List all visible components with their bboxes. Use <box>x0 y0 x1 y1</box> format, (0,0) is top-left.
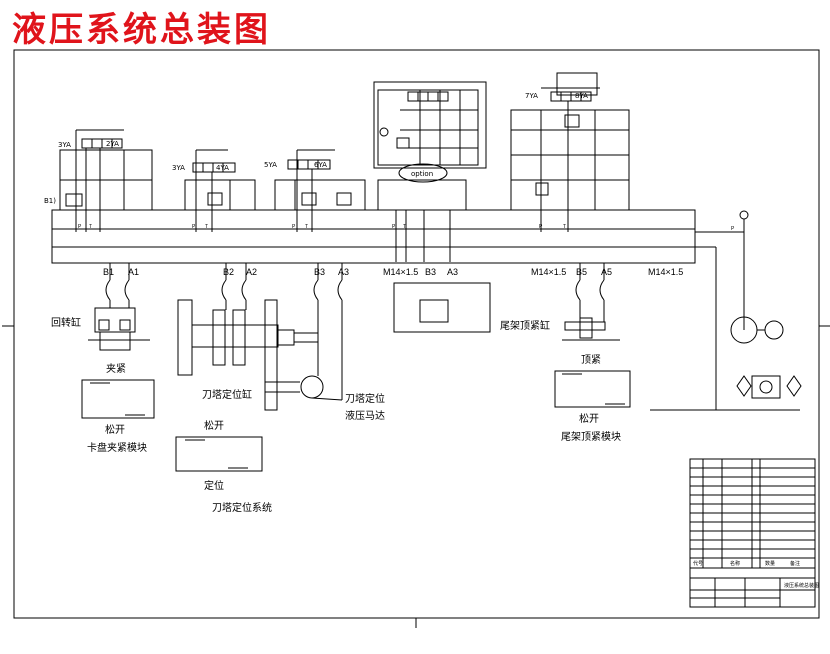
tailstock-module-label: 尾架顶紧模块 <box>561 431 621 443</box>
port-p-1: P <box>78 224 82 230</box>
tailstock-cylinder <box>393 282 491 333</box>
v5-left-coil: 7YA <box>525 92 538 100</box>
chuck-module-box <box>81 379 155 419</box>
option-label: option <box>411 170 433 178</box>
valve-stack-2 <box>184 149 256 232</box>
port-t-4: T <box>403 224 406 230</box>
port-a3: A3 <box>338 267 349 277</box>
turret-cylinder <box>177 299 319 411</box>
turret-motor <box>300 300 343 401</box>
v5-right-coil: 8YA <box>575 92 588 100</box>
port-b4: B3 <box>425 267 436 277</box>
port-a2: A2 <box>246 267 257 277</box>
tighten-label: 顶紧 <box>581 354 601 366</box>
turret-system-label: 刀塔定位系统 <box>212 501 272 514</box>
positioning-box <box>175 436 263 472</box>
loosen-label-2: 松开 <box>204 419 224 432</box>
left-marker: B1) <box>44 197 56 205</box>
tailstock-cylinder-label: 尾架顶紧缸 <box>500 319 550 332</box>
port-p-5: P <box>539 224 543 230</box>
title-block-qty: 数量 <box>765 560 775 567</box>
port-b3: B3 <box>314 267 325 277</box>
v2-left-coil: 3YA <box>172 164 185 172</box>
position-label: 定位 <box>204 479 224 492</box>
tighten-cylinder <box>562 300 620 341</box>
option-block <box>373 81 487 262</box>
port-m14-3: M14×1.5 <box>648 267 683 277</box>
port-a4: A3 <box>447 267 458 277</box>
page-title: 液压系统总装图 <box>12 10 271 50</box>
port-p-main: P <box>731 226 735 232</box>
loosen-label-3: 松开 <box>579 412 599 425</box>
port-b2: B2 <box>223 267 234 277</box>
port-p-4: P <box>392 224 396 230</box>
port-t-1: T <box>89 224 92 230</box>
port-t-5: T <box>563 224 566 230</box>
pump-unit <box>650 210 802 411</box>
valve-stack-1 <box>59 129 153 232</box>
drawing-frame <box>13 49 820 619</box>
tailstock-module-box <box>554 370 631 408</box>
chuck-module-label: 卡盘夹紧模块 <box>87 441 147 454</box>
rotary-cylinder <box>88 300 150 351</box>
v1-left-coil: 3YA <box>58 141 71 149</box>
v3-right-coil: 6YA <box>314 161 327 169</box>
title-block-name: 名称 <box>730 560 740 567</box>
port-p-2: P <box>192 224 196 230</box>
title-block-remark: 备注 <box>790 560 800 567</box>
port-t-2: T <box>205 224 208 230</box>
hoses <box>105 263 605 301</box>
port-a5: A5 <box>601 267 612 277</box>
manifold-block <box>51 209 696 264</box>
valve-stack-5 <box>510 72 630 232</box>
turret-motor-label-1: 刀塔定位 <box>345 392 385 405</box>
port-m14-1: M14×1.5 <box>383 267 418 277</box>
v1-right-coil: 2YA <box>106 140 119 148</box>
port-t-3: T <box>305 224 308 230</box>
loosen-label-1: 松开 <box>105 423 125 436</box>
v3-left-coil: 5YA <box>264 161 277 169</box>
port-b1: B1 <box>103 267 114 277</box>
valve-stack-3 <box>274 149 366 232</box>
turret-motor-label-2: 液压马达 <box>345 409 385 422</box>
turret-cylinder-label: 刀塔定位缸 <box>202 388 252 401</box>
port-b5: B5 <box>576 267 587 277</box>
v2-right-coil: 4YA <box>216 164 229 172</box>
title-block-code: 代号 <box>693 560 703 567</box>
title-block-drawing-name: 液压系统总装图 <box>784 582 819 589</box>
clamp-label: 夹紧 <box>106 362 126 375</box>
port-a1: A1 <box>128 267 139 277</box>
port-m14-2: M14×1.5 <box>531 267 566 277</box>
rotary-cylinder-label: 回转缸 <box>51 316 81 329</box>
title-block <box>689 458 816 608</box>
port-p-3: P <box>292 224 296 230</box>
